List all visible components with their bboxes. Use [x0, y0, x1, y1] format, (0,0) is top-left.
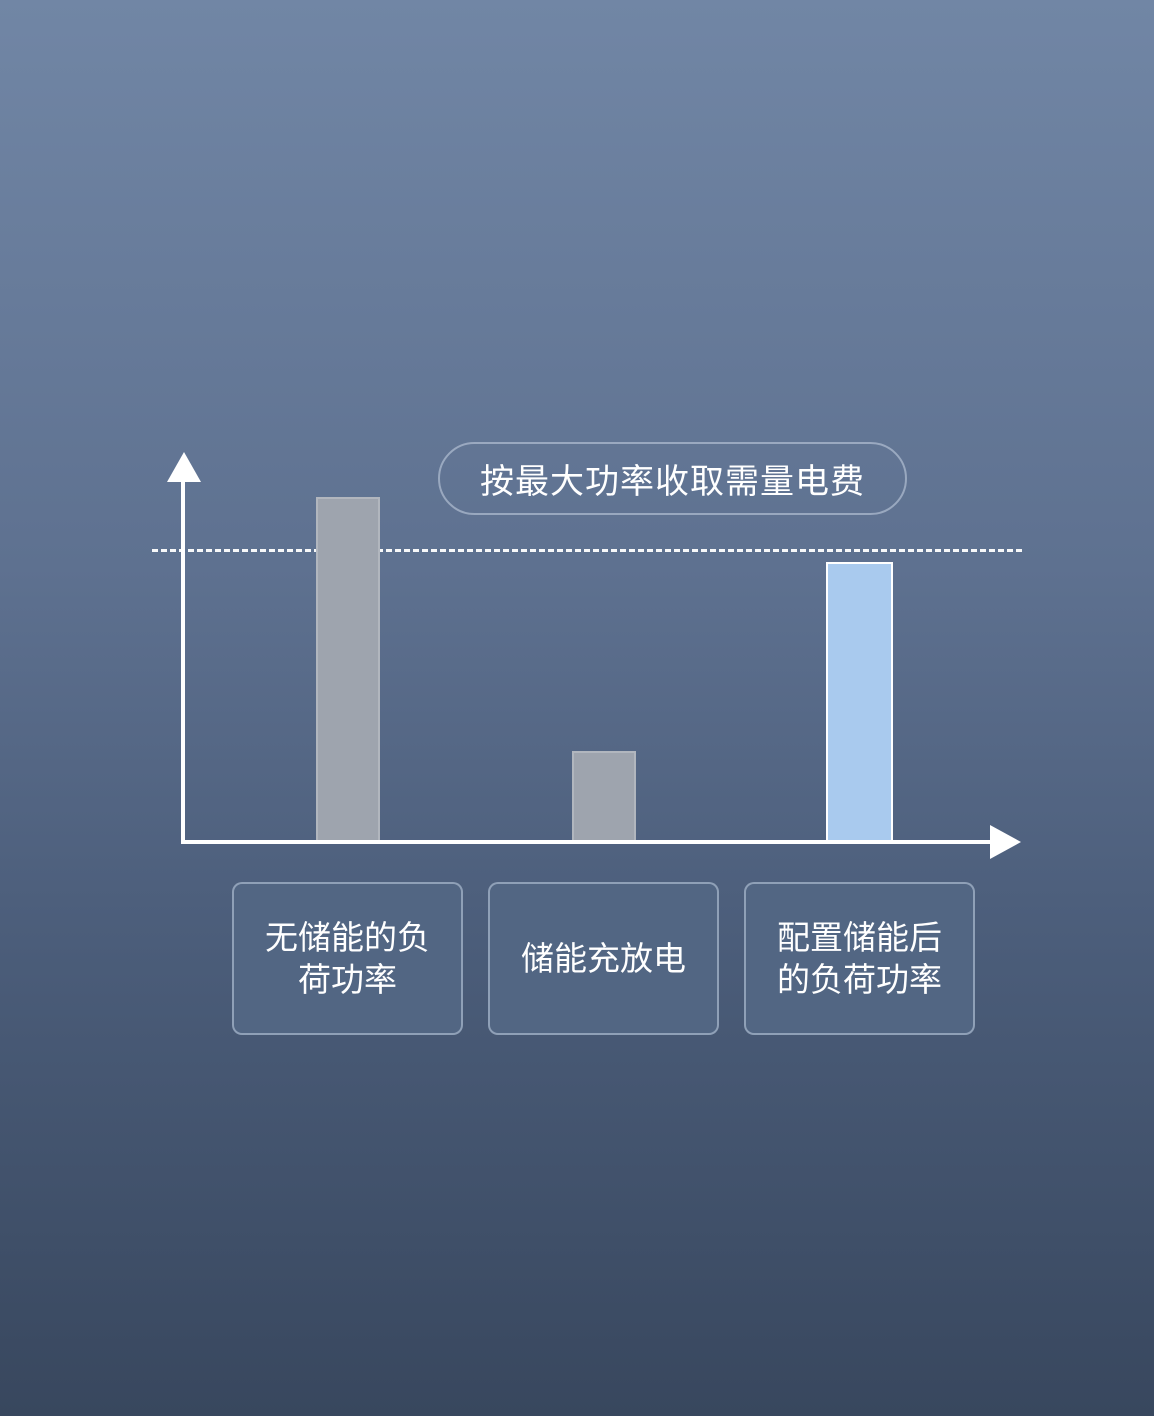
y-axis [181, 478, 185, 844]
x-axis-arrow-icon [990, 825, 1021, 859]
label-line-1: 配置储能后 [777, 917, 942, 957]
annotation-text: 按最大功率收取需量电费 [480, 462, 865, 502]
label-storage-charge-discharge: 储能充放电 [488, 882, 719, 1035]
bar-storage-charge-discharge [572, 751, 636, 840]
bar-load-with-storage [826, 562, 893, 840]
label-load-with-storage: 配置储能后 的负荷功率 [744, 882, 975, 1035]
x-axis [181, 840, 996, 844]
max-demand-threshold-line [152, 549, 1022, 552]
demand-charge-annotation: 按最大功率收取需量电费 [438, 442, 907, 515]
label-line-2: 的负荷功率 [777, 959, 942, 999]
y-axis-arrow-icon [167, 452, 201, 482]
bar-load-without-storage [316, 497, 380, 840]
label-line-2: 荷功率 [298, 959, 397, 999]
label-text: 储能充放电 [521, 938, 686, 978]
label-line-1: 无储能的负 [265, 917, 430, 957]
label-load-without-storage: 无储能的负 荷功率 [232, 882, 463, 1035]
